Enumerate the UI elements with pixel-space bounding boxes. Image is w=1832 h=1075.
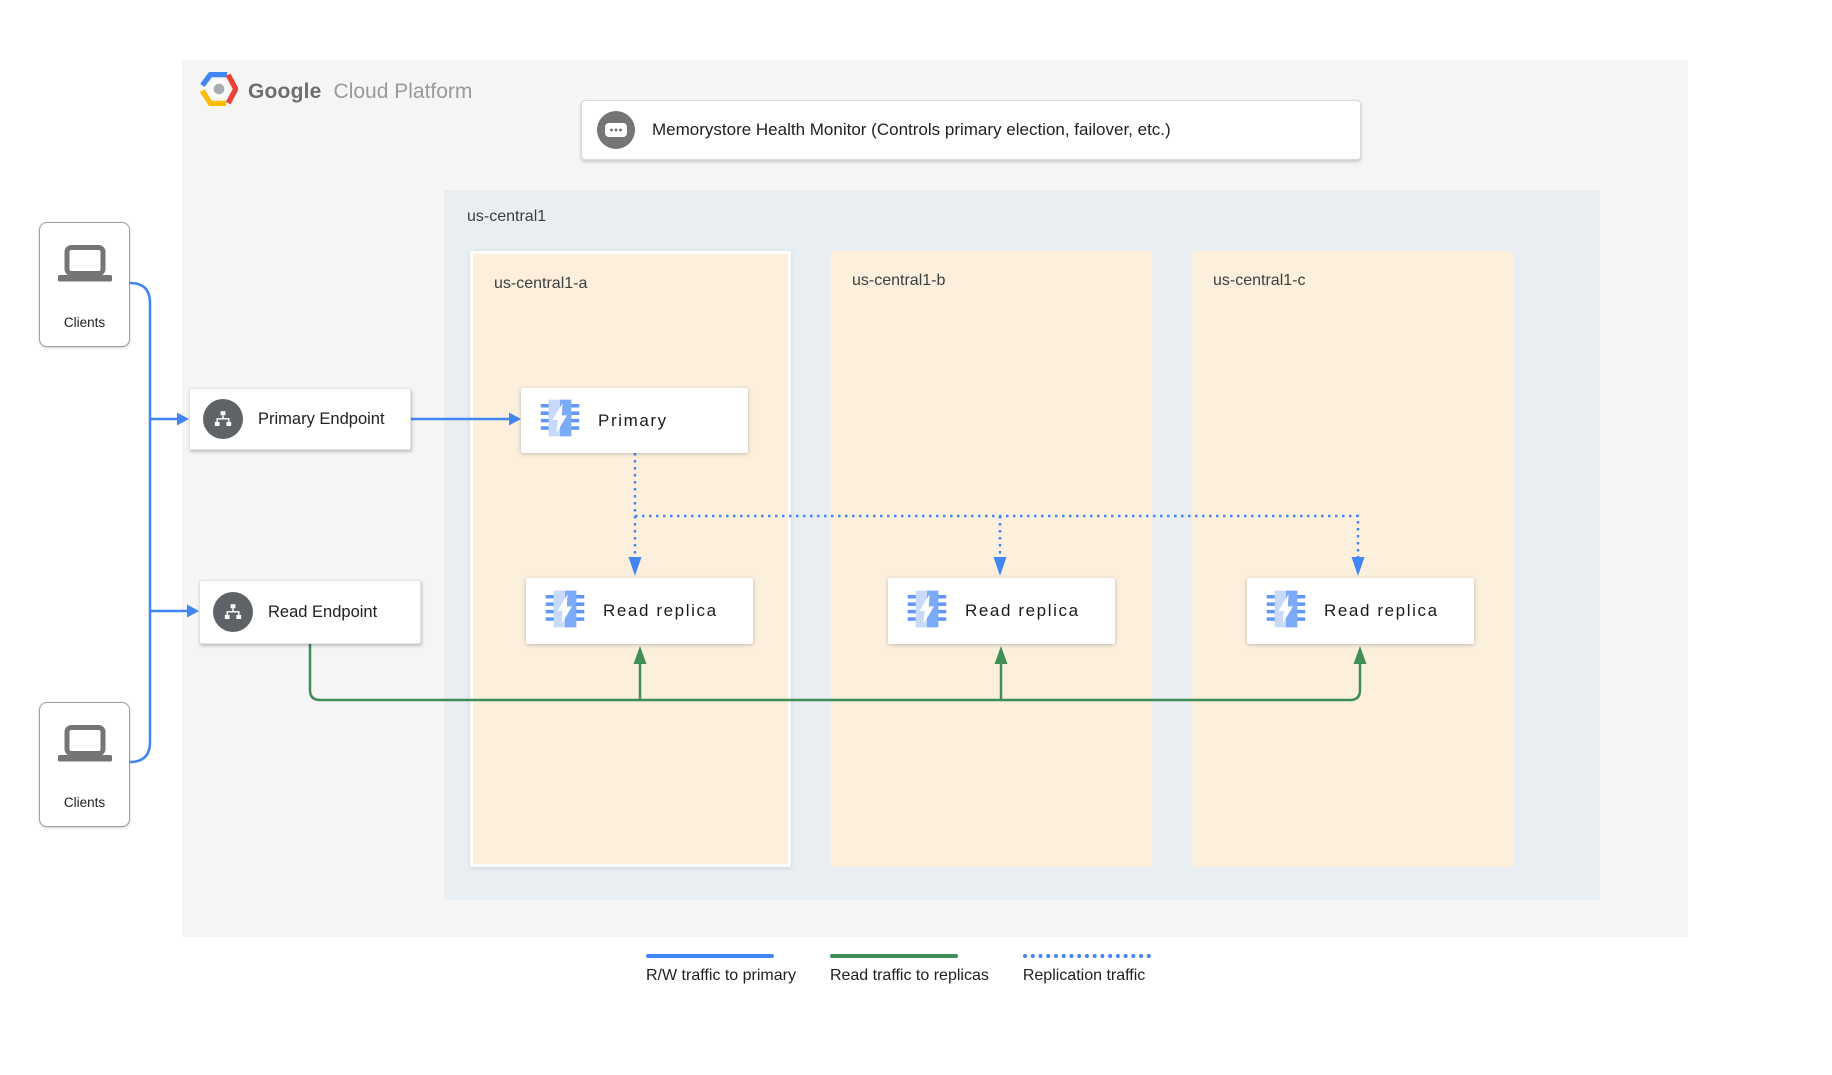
health-monitor-label: Memorystore Health Monitor (Controls pri…	[652, 120, 1171, 139]
primary-node: Primary	[521, 388, 748, 453]
read-endpoint-label: Read Endpoint	[268, 602, 378, 621]
health-monitor-box: Memorystore Health Monitor (Controls pri…	[581, 100, 1361, 160]
clients-node-top: Clients	[39, 222, 130, 347]
zone-us-central1-b: us-central1-b	[831, 251, 1152, 867]
clients-label: Clients	[63, 315, 106, 330]
legend-item-read-traffic: Read traffic to replicas	[829, 954, 989, 985]
memorystore-icon	[539, 397, 581, 444]
read-replica-label: Read replica	[1324, 601, 1439, 620]
blue-solid-line-sample	[646, 954, 774, 958]
laptop-icon	[56, 725, 114, 770]
chat-ellipsis-icon	[597, 111, 635, 149]
primary-endpoint-label: Primary Endpoint	[258, 409, 385, 428]
logo-text-google: Google	[248, 79, 322, 103]
gcp-logo: Google Cloud Platform	[199, 71, 473, 111]
memorystore-icon	[1265, 588, 1307, 635]
gcp-hexagon-icon	[199, 71, 239, 111]
zone-us-central1-a: us-central1-a	[470, 251, 791, 867]
memorystore-icon	[906, 588, 948, 635]
read-replica-node-c: Read replica	[1247, 578, 1474, 644]
legend-item-replication-traffic: Replication traffic	[1022, 954, 1151, 985]
legend: R/W traffic to primary Read traffic to r…	[646, 954, 1151, 985]
zone-b-label: us-central1-b	[852, 272, 946, 289]
read-replica-node-b: Read replica	[888, 578, 1115, 644]
legend-item-rw-traffic: R/W traffic to primary	[646, 954, 796, 985]
primary-label: Primary	[598, 410, 668, 430]
clients-label: Clients	[63, 795, 106, 810]
read-replica-label: Read replica	[603, 601, 718, 620]
green-solid-line-sample	[829, 954, 958, 958]
laptop-icon	[56, 245, 114, 290]
read-replica-node-a: Read replica	[526, 578, 753, 644]
network-sitemap-icon	[213, 592, 253, 632]
network-sitemap-icon	[203, 399, 243, 439]
clients-node-bottom: Clients	[39, 702, 130, 827]
zone-c-label: us-central1-c	[1213, 272, 1306, 289]
zone-a-label: us-central1-a	[494, 275, 588, 292]
read-endpoint-node: Read Endpoint	[199, 580, 421, 644]
zone-us-central1-c: us-central1-c	[1192, 251, 1513, 867]
legend-label: Replication traffic	[1022, 967, 1146, 984]
primary-endpoint-node: Primary Endpoint	[189, 388, 411, 450]
legend-label: Read traffic to replicas	[829, 967, 989, 984]
legend-label: R/W traffic to primary	[646, 967, 796, 984]
memorystore-icon	[544, 588, 586, 635]
read-replica-label: Read replica	[965, 601, 1080, 620]
blue-dotted-line-sample	[1022, 954, 1151, 958]
logo-text-cloud-platform: Cloud Platform	[333, 79, 473, 103]
region-label: us-central1	[467, 208, 547, 225]
